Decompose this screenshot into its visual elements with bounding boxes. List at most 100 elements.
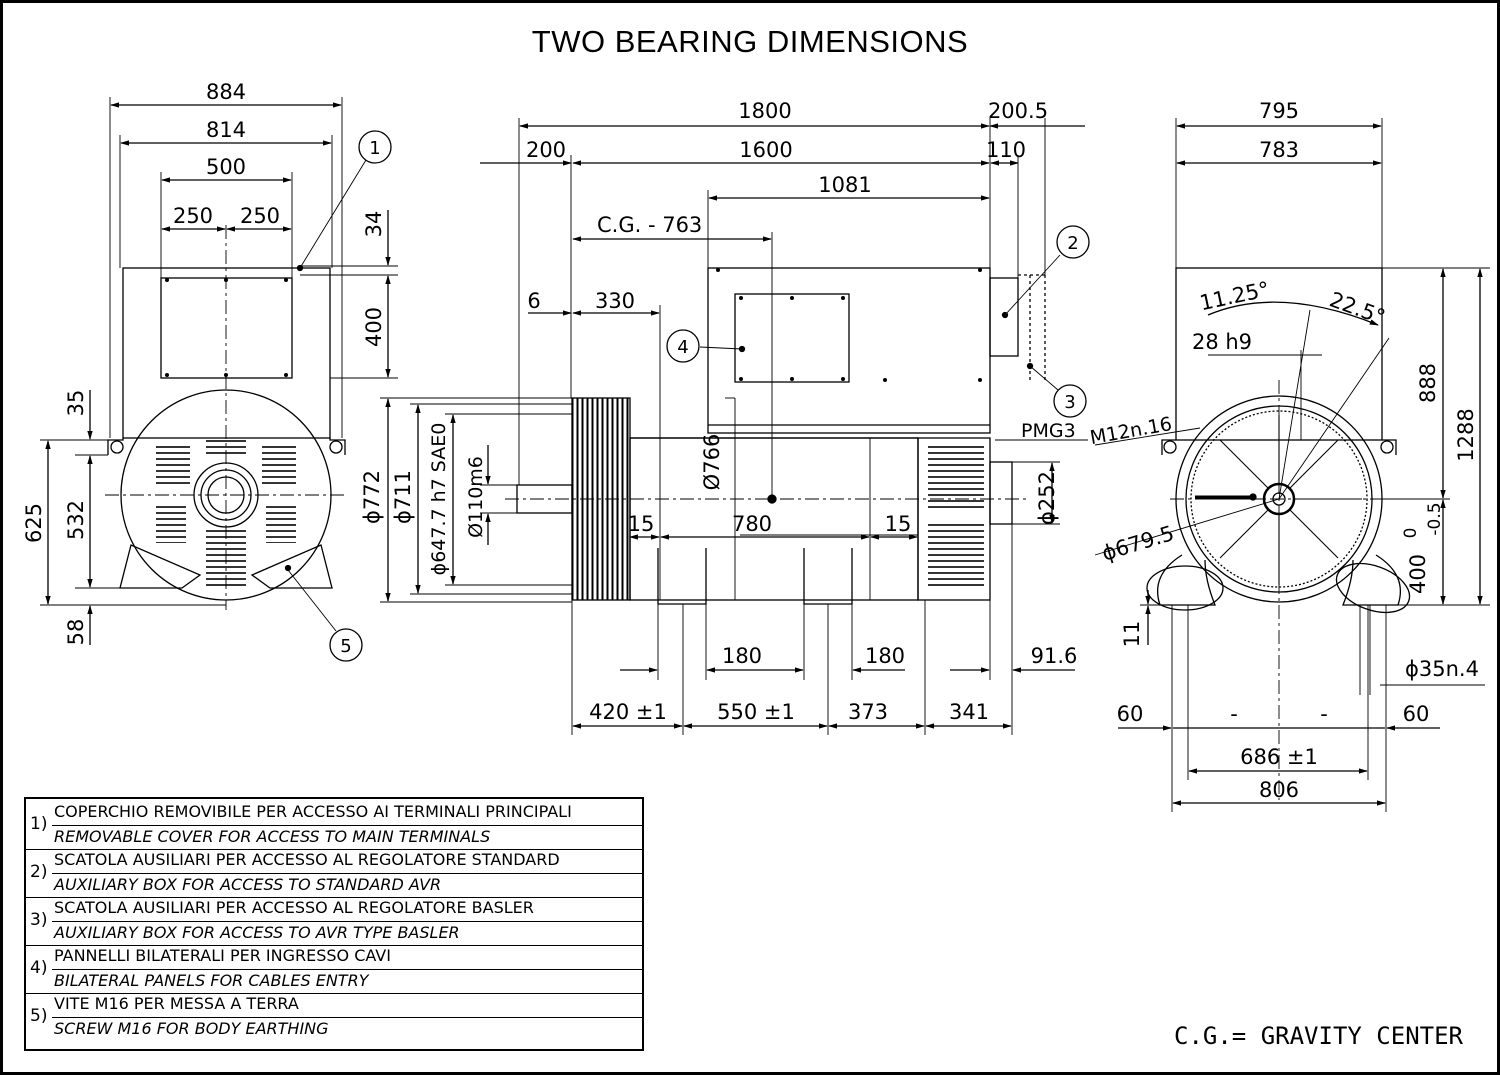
- dim-330: 330: [595, 289, 635, 313]
- gravity-center-note: C.G.= GRAVITY CENTER: [1174, 1022, 1463, 1050]
- balloon-3-label: 3: [1064, 392, 1075, 413]
- dash-left: -: [1230, 702, 1238, 726]
- balloon-4-label: 4: [677, 337, 688, 358]
- legend-number: 3): [30, 910, 48, 930]
- hole-d35: ϕ35n.4: [1405, 657, 1479, 681]
- dim-d711: ϕ711: [391, 470, 415, 524]
- angle-22-5: 22.5°: [1326, 287, 1388, 329]
- legend-item-5: 5) VITE M16 PER MESSA A TERRA SCREW M16 …: [26, 993, 642, 1041]
- dim-200: 200: [526, 138, 566, 162]
- dim-35: 35: [64, 390, 88, 417]
- tol-neg-0-5: -0.5: [1425, 502, 1445, 535]
- dim-d679-5: ϕ679.5: [1099, 521, 1177, 566]
- dim-806: 806: [1259, 778, 1299, 802]
- dim-15-left: 15: [628, 512, 655, 536]
- legend-text-italian: PANNELLI BILATERALI PER INGRESSO CAVI: [54, 946, 391, 965]
- legend-box: 1) COPERCHIO REMOVIBILE PER ACCESSO AI T…: [24, 797, 644, 1051]
- dim-400-end: 400: [1406, 554, 1430, 594]
- dim-1800: 1800: [738, 99, 791, 123]
- legend-text-english: REMOVABLE COVER FOR ACCESS TO MAIN TERMI…: [54, 827, 491, 846]
- balloon-1: [358, 130, 392, 164]
- dim-780: 780: [732, 512, 772, 536]
- legend-text-english: AUXILIARY BOX FOR ACCESS TO STANDARD AVR: [54, 875, 442, 894]
- end-view: [1094, 118, 1490, 812]
- dim-d766: Ø766: [700, 434, 724, 491]
- bolt-m12: M12n.16: [1088, 413, 1173, 449]
- dim-888: 888: [1416, 363, 1440, 403]
- side-view: [380, 118, 1090, 735]
- dim-1081: 1081: [818, 173, 871, 197]
- angle-11-25: 11.25°: [1198, 277, 1272, 315]
- balloon-2-label: 2: [1067, 233, 1078, 254]
- legend-text-english: SCREW M16 FOR BODY EARTHING: [54, 1019, 329, 1038]
- side-cable-panel: [734, 293, 850, 383]
- balloon-5: [329, 628, 363, 662]
- dim-d252: ϕ252: [1035, 471, 1059, 525]
- legend-number: 1): [30, 814, 48, 834]
- dim-58: 58: [64, 619, 88, 646]
- balloon-1-label: 1: [369, 138, 380, 159]
- dim-34: 34: [362, 211, 386, 238]
- dim-60-right: 60: [1403, 702, 1430, 726]
- dim-180-left: 180: [722, 644, 762, 668]
- dim-625: 625: [22, 503, 46, 543]
- cg-distance: C.G. - 763: [597, 213, 702, 237]
- dim-11: 11: [1120, 621, 1144, 648]
- dim-180-right: 180: [865, 644, 905, 668]
- dim-d110: Ø110m6: [465, 456, 487, 538]
- dim-250-right: 250: [240, 204, 280, 228]
- tol-0: 0: [1401, 528, 1421, 539]
- balloon-4: [666, 329, 700, 363]
- dim-420: 420 ±1: [589, 700, 667, 724]
- balloon-2: [1056, 225, 1090, 259]
- front-view: [40, 97, 398, 662]
- front-foot-right: [250, 544, 333, 589]
- legend-item-2: 2) SCATOLA AUSILIARI PER ACCESSO AL REGO…: [26, 849, 642, 898]
- dim-d772: ϕ772: [360, 470, 384, 524]
- dim-532: 532: [64, 500, 88, 540]
- legend-number: 5): [30, 1006, 48, 1026]
- legend-text-italian: VITE M16 PER MESSA A TERRA: [54, 994, 299, 1013]
- dim-686: 686 ±1: [1240, 745, 1318, 769]
- dim-795: 795: [1259, 99, 1299, 123]
- legend-text-italian: COPERCHIO REMOVIBILE PER ACCESSO AI TERM…: [54, 802, 572, 821]
- dim-60-left: 60: [1117, 702, 1144, 726]
- dash-right: -: [1320, 702, 1328, 726]
- dim-373: 373: [848, 700, 888, 724]
- pmg-label: PMG3: [1021, 420, 1076, 442]
- legend-text-italian: SCATOLA AUSILIARI PER ACCESSO AL REGOLAT…: [54, 898, 534, 917]
- balloon-5-label: 5: [340, 636, 351, 657]
- drawing-title: TWO BEARING DIMENSIONS: [531, 24, 969, 59]
- stator-body: [629, 437, 919, 601]
- dim-91-6: 91.6: [1031, 644, 1078, 668]
- dim-d647-7: ϕ647.7 h7 SAE0: [428, 423, 450, 576]
- dim-200-5: 200.5: [988, 99, 1048, 123]
- legend-item-4: 4) PANNELLI BILATERALI PER INGRESSO CAVI…: [26, 945, 642, 994]
- legend-number: 2): [30, 862, 48, 882]
- front-foot-left: [119, 544, 202, 589]
- dim-884: 884: [206, 80, 246, 104]
- legend-text-italian: SCATOLA AUSILIARI PER ACCESSO AL REGOLAT…: [54, 850, 560, 869]
- dim-500: 500: [206, 155, 246, 179]
- terminal-box-outline: [122, 267, 331, 439]
- dim-250-left: 250: [173, 204, 213, 228]
- legend-item-3: 3) SCATOLA AUSILIARI PER ACCESSO AL REGO…: [26, 897, 642, 946]
- dim-1288: 1288: [1454, 408, 1478, 461]
- dim-1600: 1600: [739, 138, 792, 162]
- dim-814: 814: [206, 118, 246, 142]
- legend-text-english: BILATERAL PANELS FOR CABLES ENTRY: [54, 971, 369, 990]
- dim-15-right: 15: [885, 512, 912, 536]
- balloon-3: [1053, 384, 1087, 418]
- terminal-cover-1: [160, 277, 293, 379]
- dim-110: 110: [986, 138, 1026, 162]
- legend-item-1: 1) COPERCHIO REMOVIBILE PER ACCESSO AI T…: [26, 801, 642, 850]
- dim-341: 341: [949, 700, 989, 724]
- dim-400-front: 400: [362, 307, 386, 347]
- dim-6: 6: [527, 289, 540, 313]
- legend-number: 4): [30, 958, 48, 978]
- dim-550: 550 ±1: [717, 700, 795, 724]
- legend-text-english: AUXILIARY BOX FOR ACCESS TO AVR TYPE BAS…: [54, 923, 460, 942]
- key-28-h9: 28 h9: [1192, 330, 1252, 354]
- dim-783: 783: [1259, 138, 1299, 162]
